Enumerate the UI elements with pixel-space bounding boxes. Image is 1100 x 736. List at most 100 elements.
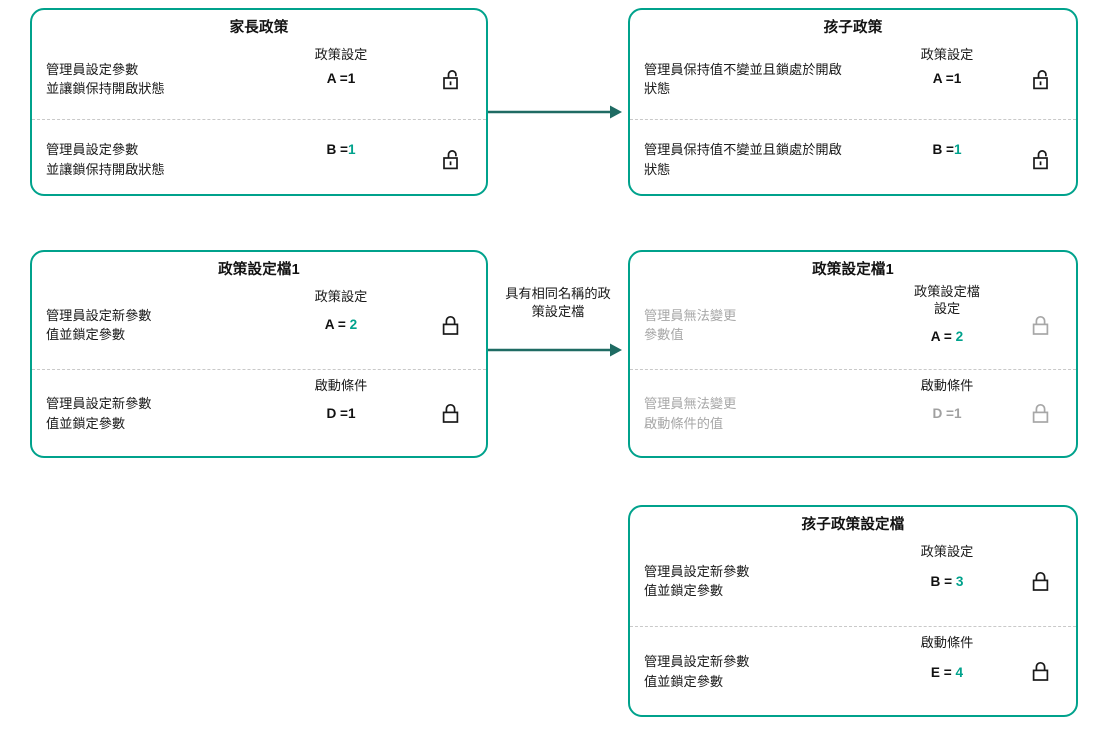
lock-icon	[416, 402, 486, 425]
column-header: 啟動條件	[314, 378, 368, 394]
value-key: A	[932, 71, 942, 87]
row-value-column: 啟動條件 D =1	[888, 370, 1006, 421]
value-key: B	[930, 574, 941, 590]
value-key: B	[932, 142, 943, 158]
value-key: D	[932, 406, 943, 422]
card-rows: 管理員設定新參數 值並鎖定參數 政策設定 B = 3	[630, 536, 1076, 716]
row-value: A = 2	[266, 305, 416, 332]
card-title: 孩子政策設定檔	[801, 517, 905, 533]
value-key: A	[326, 71, 336, 87]
row-value-column: 啟動條件 E = 4	[888, 627, 1006, 680]
table-row: 管理員設定參數 並讓鎖保持開啟狀態 政策設定 A =1	[32, 39, 486, 119]
value-equals: =	[945, 71, 954, 87]
row-value: A = 2	[888, 317, 1006, 344]
arrow-profile-label: 具有相同名稱的政 策設定檔	[505, 286, 611, 320]
table-row: 管理員設定參數 並讓鎖保持開啟狀態 B =1	[32, 119, 486, 199]
card-policy-profile-1-left: 政策設定檔1 管理員設定新參數 值並鎖定參數 政策設定 A = 2	[30, 250, 488, 458]
value-number: 1	[954, 142, 962, 158]
card-parent-policy: 家長政策 管理員設定參數 並讓鎖保持開啟狀態 政策設定 A =1	[30, 8, 488, 196]
value-equals: =	[337, 317, 346, 333]
value-key: A	[324, 317, 335, 333]
row-value: B =1	[266, 120, 416, 157]
value-equals: =	[339, 71, 348, 87]
row-value-column: 政策設定 B = 3	[888, 536, 1006, 589]
unlock-icon	[416, 68, 486, 91]
card-rows: 管理員設定參數 並讓鎖保持開啟狀態 政策設定 A =1	[32, 39, 486, 199]
value-equals: =	[943, 665, 952, 681]
card-rows: 管理員無法變更 參數值 政策設定檔 設定 A = 2	[630, 281, 1076, 457]
column-header: 政策設定	[920, 544, 974, 560]
row-description: 管理員設定新參數 值並鎖定參數	[46, 307, 152, 343]
card-title: 家長政策	[229, 20, 289, 36]
table-row: 管理員設定新參數 值並鎖定參數 啟動條件 D =1	[32, 369, 486, 457]
table-row: 管理員無法變更 參數值 政策設定檔 設定 A = 2	[630, 281, 1076, 369]
value-equals: =	[946, 142, 954, 158]
row-value-column: 政策設定檔 設定 A = 2	[888, 281, 1006, 344]
row-value: D =1	[888, 394, 1006, 421]
value-number: 2	[955, 329, 964, 345]
column-header: 政策設定	[314, 289, 368, 305]
row-description: 管理員保持值不變並且鎖處於開啟 狀態	[644, 142, 842, 177]
value-number: 1	[348, 406, 356, 422]
unlock-icon	[1006, 68, 1076, 91]
row-value: D =1	[266, 394, 416, 421]
value-equals: =	[340, 142, 348, 158]
arrow-profile	[488, 338, 628, 362]
table-row: 管理員保持值不變並且鎖處於開啟 狀態 政策設定 A =1	[630, 39, 1076, 119]
value-key: B	[326, 142, 337, 158]
unlock-icon	[416, 148, 486, 171]
lock-icon	[416, 314, 486, 337]
row-description: 管理員設定參數 並讓鎖保持開啟狀態	[46, 142, 165, 177]
row-value-column: 政策設定 A = 2	[266, 281, 416, 332]
card-rows: 管理員設定新參數 值並鎖定參數 政策設定 A = 2	[32, 281, 486, 457]
row-description: 管理員無法變更 啟動條件的值	[644, 396, 737, 431]
row-value-column: 啟動條件 D =1	[266, 370, 416, 421]
column-header: 啟動條件	[920, 635, 974, 651]
value-equals: =	[340, 406, 348, 422]
row-description: 管理員設定參數 並讓鎖保持開啟狀態	[46, 61, 165, 97]
arrow-policy	[488, 100, 628, 124]
card-title: 政策設定檔1	[812, 262, 894, 278]
row-description: 管理員設定新參數 值並鎖定參數	[644, 654, 750, 689]
row-value: B = 3	[888, 560, 1006, 589]
value-equals: =	[944, 574, 953, 590]
lock-icon	[1006, 570, 1076, 593]
column-header: 政策設定	[920, 47, 974, 63]
card-child-policy: 孩子政策 管理員保持值不變並且鎖處於開啟 狀態 政策設定 A =1	[628, 8, 1078, 196]
row-value: E = 4	[888, 651, 1006, 680]
row-value: A =1	[888, 63, 1006, 86]
table-row: 管理員無法變更 啟動條件的值 啟動條件 D =1	[630, 369, 1076, 457]
row-value: B =1	[888, 120, 1006, 157]
row-value-column: 政策設定 A =1	[266, 39, 416, 86]
value-key: D	[326, 406, 337, 422]
value-number: 2	[349, 317, 358, 333]
value-number: 1	[348, 142, 356, 158]
column-header: 政策設定檔 設定	[914, 284, 980, 317]
column-header: 啟動條件	[920, 378, 974, 394]
row-description: 管理員保持值不變並且鎖處於開啟 狀態	[644, 61, 842, 97]
value-number: 1	[347, 71, 356, 87]
card-policy-profile-1-right: 政策設定檔1 管理員無法變更 參數值 政策設定檔 設定 A = 2	[628, 250, 1078, 458]
column-header: 政策設定	[314, 47, 368, 63]
row-description: 管理員設定新參數 值並鎖定參數	[644, 563, 750, 599]
row-value-column: 政策設定 A =1	[888, 39, 1006, 86]
table-row: 管理員設定新參數 值並鎖定參數 政策設定 B = 3	[630, 536, 1076, 626]
value-key: A	[930, 329, 941, 345]
value-equals: =	[946, 406, 954, 422]
value-number: 1	[953, 71, 962, 87]
card-rows: 管理員保持值不變並且鎖處於開啟 狀態 政策設定 A =1	[630, 39, 1076, 199]
row-value-column: B =1	[888, 120, 1006, 157]
lock-icon	[1006, 402, 1076, 425]
row-value: A =1	[266, 63, 416, 86]
value-number: 1	[954, 406, 962, 422]
row-description: 管理員無法變更 參數值	[644, 307, 737, 343]
value-number: 3	[955, 574, 964, 590]
lock-icon	[1006, 314, 1076, 337]
row-value-column: B =1	[266, 120, 416, 157]
card-title: 政策設定檔1	[218, 262, 300, 278]
lock-icon	[1006, 660, 1076, 683]
table-row: 管理員保持值不變並且鎖處於開啟 狀態 B =1	[630, 119, 1076, 199]
card-title: 孩子政策	[823, 20, 883, 36]
row-description: 管理員設定新參數 值並鎖定參數	[46, 396, 152, 431]
